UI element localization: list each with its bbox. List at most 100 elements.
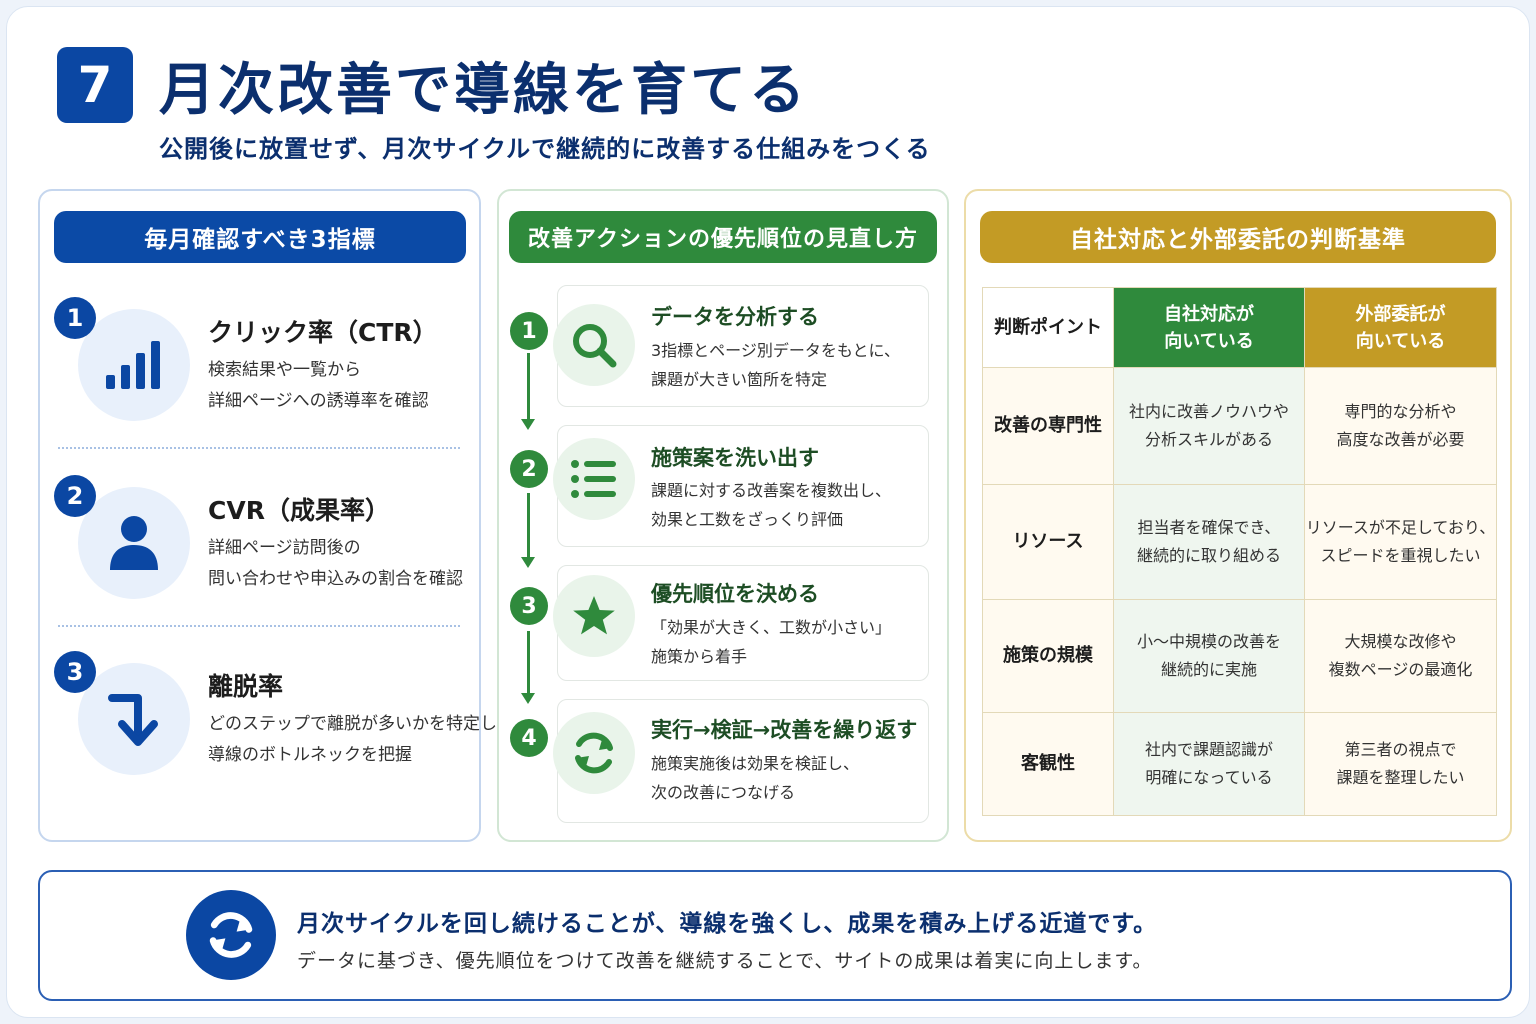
metric-desc-line: どのステップで離脱が多いかを特定し、 [208,714,514,734]
metric-desc-line: 導線のボトルネックを把握 [208,745,412,765]
cell-line: 小～中規模の改善を [1136,632,1281,651]
step-desc-line: 課題が大きい箇所を特定 [651,370,828,389]
cell-line: 継続的に実施 [1160,660,1257,679]
metric-item: 3 離脱率 どのステップで離脱が多いかを特定し、 導線のボトルネックを把握 [40,651,514,821]
cell-line: 継続的に取り組める [1136,546,1281,565]
metric-item: 2 CVR（成果率） 詳細ページ訪問後の 問い合わせや申込みの割合を確認 [40,475,480,645]
actions-panel: 改善アクションの優先順位の見直し方 1 データを分析する 3指標とページ別データ… [497,189,949,842]
cell-outsource: 第三者の視点で課題を整理したい [1304,712,1497,816]
cell-line: 明確になっている [1145,768,1273,787]
metric-title: 離脱率 [208,672,284,701]
summary-sub-text: データに基づき、優先順位をつけて改善を継続することで、サイトの成果は着実に向上し… [297,950,1153,972]
cell-line: 専門的な分析や [1344,402,1457,421]
cell-inhouse: 小～中規模の改善を継続的に実施 [1113,599,1305,713]
table-row: リソース 担当者を確保でき、継続的に取り組める リソースが不足しており、スピード… [982,484,1497,600]
metric-title: CVR（成果率） [208,496,390,525]
metric-number: 3 [54,651,96,693]
step-number: 1 [510,312,548,350]
bar-chart-icon [78,309,190,421]
step-number: 3 [510,587,548,625]
refresh-icon [186,890,276,980]
table-row: 施策の規模 小～中規模の改善を継続的に実施 大規模な改修や複数ページの最適化 [982,599,1497,713]
column-header-inhouse: 自社対応が向いている [1113,287,1305,368]
row-label: リソース [982,484,1114,600]
flow-arrow-head [521,419,535,430]
cell-inhouse: 担当者を確保でき、継続的に取り組める [1113,484,1305,600]
step-desc-line: 施策実施後は効果を検証し、 [651,754,860,773]
column-header-outsource: 外部委託が向いている [1304,287,1497,368]
step-title: 優先順位を決める [651,582,819,606]
criteria-table: 判断ポイント 自社対応が向いている 外部委託が向いている 改善の専門性 社内に改… [982,287,1497,816]
step-desc: 「効果が大きく、工数が小さい」 施策から着手 [651,613,891,671]
metric-desc-line: 詳細ページへの誘導率を確認 [208,391,429,411]
step-desc: 課題に対する改善案を複数出し、 効果と工数をざっくり評価 [651,476,891,534]
down-arrow-icon [78,663,190,775]
metrics-heading: 毎月確認すべき3指標 [54,211,466,263]
step-desc: 3指標とページ別データをもとに、 課題が大きい箇所を特定 [651,336,900,394]
actions-heading: 改善アクションの優先順位の見直し方 [509,211,937,263]
metric-item: 1 クリック率（CTR） 検索結果や一覧から 詳細ページへの誘導率を確認 [40,297,480,467]
cell-line: 担当者を確保でき、 [1137,518,1281,537]
row-label: 改善の専門性 [982,367,1114,485]
cell-line: 社内で課題認識が [1144,740,1273,759]
header-line: 外部委託が [1355,303,1446,325]
list-icon [553,438,635,520]
table-row: 改善の専門性 社内に改善ノウハウや分析スキルがある 専門的な分析や高度な改善が必… [982,367,1497,485]
metric-number: 2 [54,475,96,517]
summary-banner: 月次サイクルを回し続けることが、導線を強くし、成果を積み上げる近道です。 データ… [38,870,1512,1001]
metric-desc: 検索結果や一覧から 詳細ページへの誘導率を確認 [208,355,429,417]
metric-number: 1 [54,297,96,339]
flow-arrow [527,493,530,557]
refresh-icon [553,712,635,794]
metric-desc: 詳細ページ訪問後の 問い合わせや申込みの割合を確認 [208,533,463,595]
divider [58,447,460,449]
step-number: 2 [510,450,548,488]
cell-line: 複数ページの最適化 [1328,660,1473,679]
summary-main-text: 月次サイクルを回し続けることが、導線を強くし、成果を積み上げる近道です。 [297,911,1158,937]
user-icon [78,487,190,599]
metric-title: クリック率（CTR） [208,318,438,347]
page-subtitle: 公開後に放置せず、月次サイクルで継続的に改善する仕組みをつくる [159,135,931,163]
step-number: 4 [510,719,548,757]
flow-arrow-head [521,557,535,568]
metrics-panel: 毎月確認すべき3指標 1 クリック率（CTR） 検索結果や一覧から 詳細ページへ… [38,189,514,842]
step-title: データを分析する [651,305,819,329]
page-title: 月次改善で導線を育てる [159,58,808,123]
cell-line: リソースが不足しており、 [1305,518,1496,537]
column-header: 判断ポイント [982,287,1114,368]
criteria-heading: 自社対応と外部委託の判断基準 [980,211,1496,263]
cell-line: 高度な改善が必要 [1336,430,1465,449]
metric-desc-line: 問い合わせや申込みの割合を確認 [208,569,463,589]
step-desc-line: 施策から着手 [651,647,748,666]
header-line: 自社対応が [1164,303,1254,325]
header-line: 向いている [1355,330,1446,352]
cell-outsource: 大規模な改修や複数ページの最適化 [1304,599,1497,713]
metric-desc-line: 詳細ページ訪問後の [208,538,361,558]
flow-arrow [527,631,530,693]
divider [58,625,460,627]
step-desc-line: 3指標とページ別データをもとに、 [651,341,901,360]
table-row: 客観性 社内で課題認識が明確になっている 第三者の視点で課題を整理したい [982,712,1497,816]
cell-line: スピードを重視したい [1320,546,1481,565]
step-desc-line: 効果と工数をざっくり評価 [651,510,844,529]
row-label: 施策の規模 [982,599,1114,713]
metric-desc-line: 検索結果や一覧から [208,360,361,380]
cell-line: 大規模な改修や [1344,632,1457,651]
flow-arrow [527,353,530,419]
cell-outsource: 専門的な分析や高度な改善が必要 [1304,367,1497,485]
cell-line: 社内に改善ノウハウや [1128,402,1289,421]
cell-inhouse: 社内で課題認識が明確になっている [1113,712,1305,816]
cell-line: 第三者の視点で [1344,740,1457,759]
table-header-row: 判断ポイント 自社対応が向いている 外部委託が向いている [982,287,1497,368]
row-label: 客観性 [982,712,1114,816]
page: 7 月次改善で導線を育てる 公開後に放置せず、月次サイクルで継続的に改善する仕組… [6,6,1530,1018]
cell-inhouse: 社内に改善ノウハウや分析スキルがある [1113,367,1305,485]
section-number-badge: 7 [57,47,133,123]
metric-desc: どのステップで離脱が多いかを特定し、 導線のボトルネックを把握 [208,709,514,771]
star-icon [553,575,635,657]
step-desc: 施策実施後は効果を検証し、 次の改善につなげる [651,749,859,807]
step-title: 実行→検証→改善を繰り返す [651,718,918,742]
criteria-panel: 自社対応と外部委託の判断基準 判断ポイント 自社対応が向いている 外部委託が向い… [964,189,1512,842]
cell-line: 分析スキルがある [1144,430,1273,449]
step-desc-line: 「効果が大きく、工数が小さい」 [651,618,892,637]
